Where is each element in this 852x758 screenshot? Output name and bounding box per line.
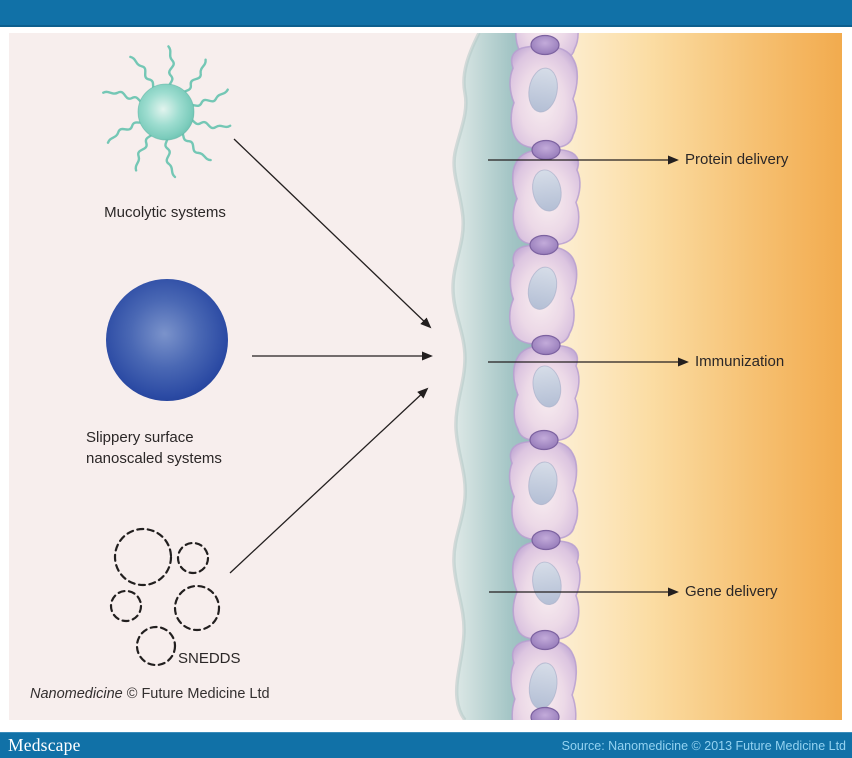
mucolytic-nanoparticle-icon [102,45,232,179]
arrow-mucolytic-to-mucosa [233,138,432,329]
label-gene-delivery: Gene delivery [685,583,778,600]
label-snedds: SNEDDS [178,650,241,667]
arrows [229,138,689,597]
tight-junction-knobs [529,34,561,720]
label-mucolytic-systems: Mucolytic systems [104,204,226,221]
top-blue-bar [0,0,852,27]
snedds-dashed-droplets-icon [109,527,221,667]
journal-credit: Nanomedicine © Future Medicine Ltd [30,686,270,702]
arrow-snedds-to-mucosa [229,387,429,574]
journal-name: Nanomedicine [30,686,123,702]
label-protein-delivery: Protein delivery [685,151,789,168]
mucus-edge [451,33,481,720]
label-slippery-surface-nanoscaled-systems: Slippery surface nanoscaled systems [86,429,222,467]
serosal-orange-region [529,33,842,720]
medscape-logo: Medscape [8,735,81,755]
figure-artwork [9,33,842,720]
label-immunization: Immunization [695,353,785,370]
epithelial-cell-layer [507,33,580,720]
figure-panel: Mucolytic systems Slippery surface nanos… [9,33,842,720]
footer-bar: Medscape Source: Nanomedicine © 2013 Fut… [0,732,852,758]
journal-credit-rest: © Future Medicine Ltd [122,686,270,702]
slippery-nanosphere-icon [106,279,228,401]
source-attribution: Source: Nanomedicine © 2013 Future Medic… [561,738,846,753]
